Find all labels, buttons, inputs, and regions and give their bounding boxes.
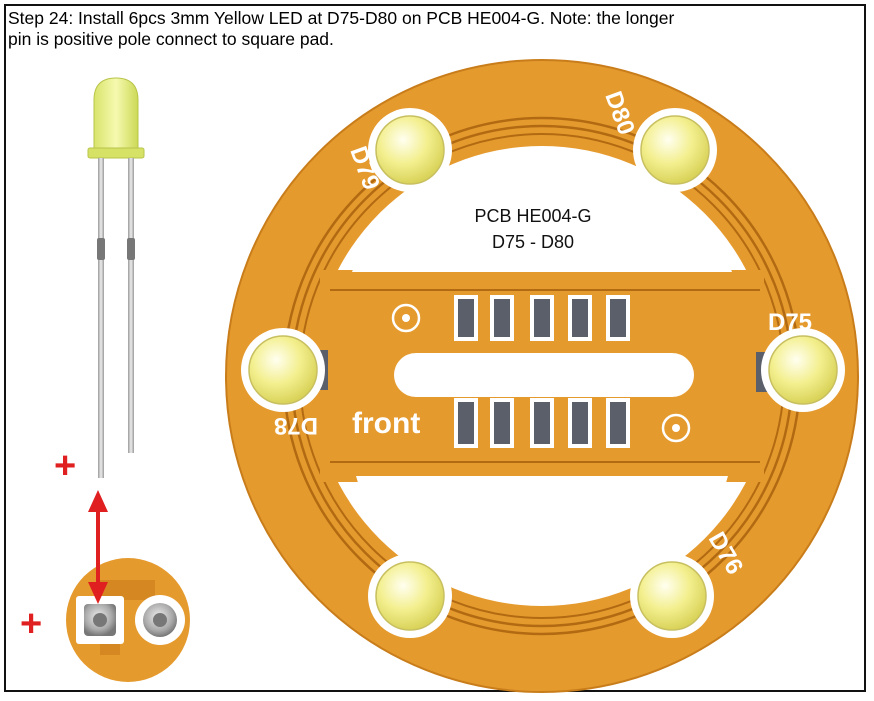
- pad-closeup: [66, 558, 190, 682]
- positive-mark-pad: +: [20, 603, 42, 645]
- positive-mark-leg: +: [54, 445, 76, 487]
- instruction-line-2: pin is positive pole connect to square p…: [8, 29, 334, 49]
- smd-pads-top: [454, 295, 630, 341]
- smd-pads-bottom: [454, 398, 630, 448]
- led-d77: [368, 554, 452, 638]
- pcb-range-label: D75 - D80: [492, 232, 574, 252]
- pcb-side-label: front: [352, 407, 420, 440]
- ref-d75: D75: [768, 309, 812, 336]
- led-long-leg: [98, 158, 104, 478]
- fiducial-right: [661, 413, 691, 443]
- led-d79: [368, 108, 452, 192]
- pcb-name-label: PCB HE004-G: [474, 206, 591, 226]
- led-d76: [630, 554, 714, 638]
- fiducial-left: [391, 303, 421, 333]
- led-d78: [241, 328, 328, 412]
- led-d80: [633, 108, 717, 192]
- loose-led: [87, 77, 145, 478]
- ref-d78: D78: [274, 412, 318, 439]
- led-short-leg: [128, 158, 134, 453]
- step-instruction: Step 24: Install 6pcs 3mm Yellow LED at …: [8, 8, 860, 50]
- polarity-arrow: [88, 490, 108, 604]
- led-d75: [756, 328, 845, 412]
- instruction-line-1: Step 24: Install 6pcs 3mm Yellow LED at …: [8, 8, 675, 28]
